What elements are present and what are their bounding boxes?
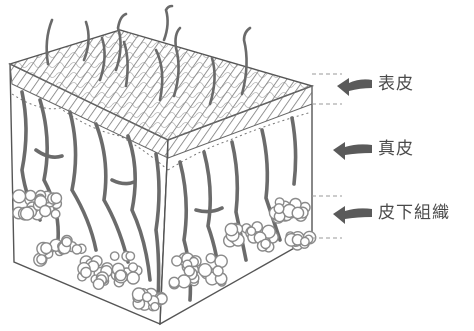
label-dermis: 真皮 <box>378 141 414 158</box>
fat-cell <box>40 206 51 217</box>
arrow-subcutaneous-icon <box>333 206 372 224</box>
fat-cell <box>126 252 134 260</box>
fat-cell <box>143 293 152 302</box>
arrow-dermis-icon <box>333 142 372 160</box>
fat-cell <box>184 266 194 276</box>
fat-cell <box>81 267 91 277</box>
fat-cell <box>261 239 270 248</box>
fat-cell <box>301 237 309 245</box>
fat-cell <box>129 263 138 272</box>
fat-cell <box>51 193 61 203</box>
fat-cell <box>213 266 223 276</box>
arrow-epidermis-icon <box>337 78 372 96</box>
fat-cell <box>41 243 52 254</box>
hair <box>164 6 172 40</box>
label-subcutaneous: 皮下組織 <box>378 205 450 222</box>
fat-cell <box>72 245 81 254</box>
fat-cell <box>199 264 212 277</box>
fat-cell <box>247 227 255 235</box>
fat-cell <box>21 207 34 220</box>
fat-cell <box>93 279 103 289</box>
fat-cell <box>13 190 26 203</box>
fat-cell <box>111 252 119 260</box>
fat-cell <box>127 272 139 284</box>
fat-cell <box>25 190 35 200</box>
fat-cell <box>37 255 46 264</box>
fat-cell <box>274 204 284 214</box>
label-epidermis: 表皮 <box>378 76 414 93</box>
fat-cell <box>225 224 237 236</box>
fat-cell <box>292 207 303 218</box>
fat-cell <box>169 277 179 287</box>
fat-cell <box>51 210 60 219</box>
arrows <box>333 78 372 224</box>
fat-cell <box>151 303 159 311</box>
fat-cell <box>172 256 182 266</box>
fat-cell <box>206 254 215 263</box>
fat-cell <box>62 237 71 246</box>
fat-cell <box>116 270 126 280</box>
